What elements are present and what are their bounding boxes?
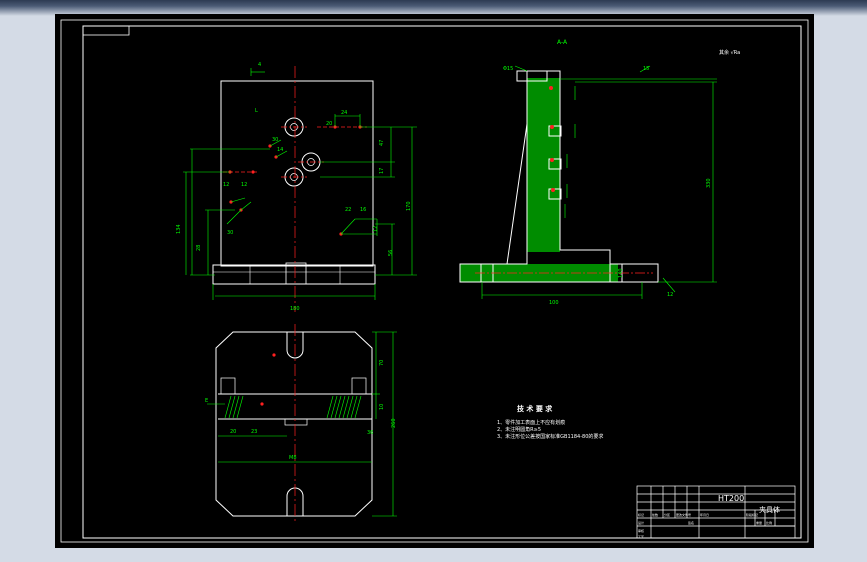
dim-front-47: 47 — [379, 140, 385, 146]
drawing-sheet: 24 20 12 12 30 14 47 17 170 134 28 22 16… — [55, 14, 814, 548]
tech-item-1: 1、零件加工表面上不应有划痕 — [497, 419, 565, 426]
top-slot-upper — [286, 332, 304, 359]
top-view: 20 23 70 10 36 M8 260 E — [205, 324, 397, 524]
side-leader-tag: Φ15 — [503, 66, 513, 72]
svg-text:比例: 比例 — [766, 520, 772, 525]
dim-front-180: 180 — [290, 306, 300, 312]
front-view: 24 20 12 12 30 14 47 17 170 134 28 22 16… — [176, 62, 417, 312]
roughness-note: 其余 √Ra — [719, 49, 740, 56]
dim-front-12c: 12 — [373, 226, 379, 232]
dim-front-16: 16 — [360, 207, 366, 213]
dim-top-20: 20 — [230, 429, 236, 435]
svg-text:重量: 重量 — [756, 520, 762, 525]
front-body-outline — [220, 80, 374, 267]
svg-text:标记: 标记 — [638, 512, 644, 517]
outer-frame — [60, 19, 809, 543]
tech-item-2: 2、未注明圆角R≥5 — [497, 426, 541, 433]
label-E: E — [205, 398, 208, 404]
dim-front-170: 170 — [406, 201, 412, 211]
dim-front-12b: 12 — [241, 182, 247, 188]
dim-front-17: 17 — [379, 168, 385, 174]
title-part-name: 夹具体 — [759, 505, 780, 514]
inner-frame — [82, 25, 802, 539]
top-outline — [215, 331, 373, 517]
svg-text:年月日: 年月日 — [700, 512, 709, 517]
tech-title: 技 术 要 求 — [517, 404, 553, 413]
svg-text:阶段标记: 阶段标记 — [746, 512, 758, 517]
title-block: 标记设计 审核工艺 处数 分区 更改文件号签名 年月日 阶段标记 重量比例 HT20… — [636, 485, 796, 539]
tech-requirements: 技 术 要 求 1、零件加工表面上不应有划痕 2、未注明圆角R≥5 3、未注形位… — [497, 404, 603, 440]
dim-front-30b: 30 — [227, 230, 233, 236]
dim-top-10: 10 — [379, 404, 385, 410]
dim-top-M8: M8 — [289, 455, 297, 461]
svg-text:审核: 审核 — [638, 528, 644, 533]
dim-top-36: 36 — [367, 430, 373, 436]
tech-item-3: 3、未注形位公差按国家标准GB1184-80的要求 — [497, 433, 603, 440]
svg-text:分区: 分区 — [664, 512, 670, 517]
svg-text:签名: 签名 — [688, 520, 694, 525]
dim-top-260: 260 — [391, 418, 397, 428]
dim-side-330: 330 — [706, 178, 712, 188]
dim-front-14: 14 — [277, 147, 283, 153]
drawing-canvas[interactable]: 24 20 12 12 30 14 47 17 170 134 28 22 16… — [55, 14, 814, 548]
dim-top-23: 23 — [251, 429, 257, 435]
code-box — [82, 25, 130, 36]
dim-side-100: 100 — [549, 300, 559, 306]
svg-text:工艺: 工艺 — [638, 534, 644, 539]
dim-front-134: 134 — [176, 224, 182, 234]
front-slot — [285, 262, 307, 285]
dim-front-4: 4 — [258, 62, 261, 68]
dim-front-30: 30 — [272, 137, 278, 143]
rib-line — [506, 123, 528, 265]
top-hatch — [224, 395, 362, 419]
dim-front-12a: 12 — [223, 182, 229, 188]
side-hatched-column — [460, 78, 618, 282]
dim-top-70: 70 — [379, 360, 385, 366]
side-section-view: A-A 其余 √Ra — [459, 39, 740, 306]
svg-text:处数: 处数 — [652, 512, 658, 517]
label-L: L — [255, 108, 258, 114]
svg-text:更改文件号: 更改文件号 — [676, 512, 691, 517]
dim-front-24: 24 — [341, 110, 347, 116]
title-material: HT200 — [718, 494, 744, 503]
drawing-frame — [60, 19, 809, 543]
dim-front-22: 22 — [345, 207, 351, 213]
section-label: A-A — [557, 39, 568, 46]
front-base-strip — [212, 264, 376, 285]
dim-side-12: 12 — [667, 292, 673, 298]
dim-front-56: 56 — [388, 250, 394, 256]
dim-front-20: 20 — [326, 121, 332, 127]
dim-side-15: 15 — [643, 66, 649, 72]
dim-side-140: 140 — [618, 268, 624, 278]
side-top-cap — [516, 70, 548, 82]
svg-text:设计: 设计 — [638, 520, 644, 525]
dim-front-28: 28 — [196, 245, 202, 251]
